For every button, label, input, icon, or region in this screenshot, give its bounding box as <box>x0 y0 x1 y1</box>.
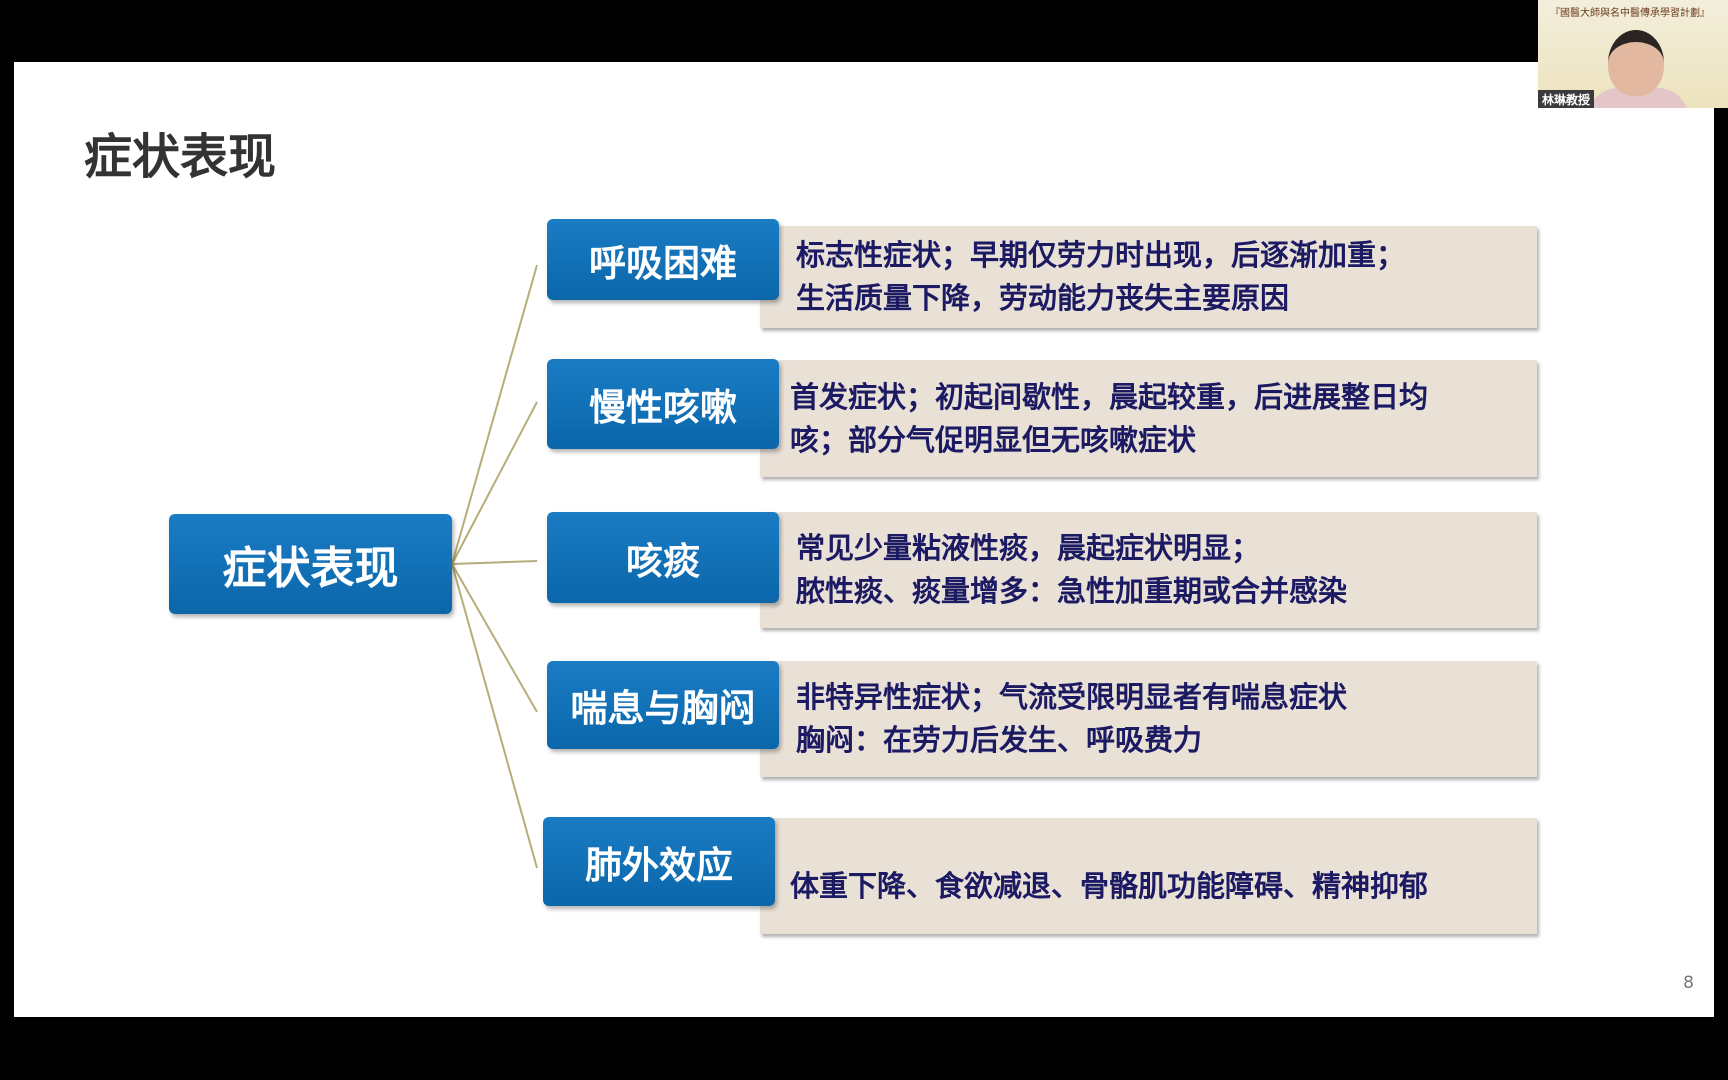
speaker-face <box>1608 30 1664 96</box>
description-box: 标志性症状；早期仅劳力时出现，后逐渐加重； 生活质量下降，劳动能力丧失主要原因 <box>760 226 1537 328</box>
description-line: 非特异性症状；气流受限明显者有喘息症状 <box>796 680 1348 714</box>
symptom-node: 肺外效应 <box>543 817 775 906</box>
description-line: 体重下降、食欲减退、骨骼肌功能障碍、精神抑郁 <box>790 868 1429 903</box>
speaker-video[interactable]: 『國醫大師與名中醫傳承學習計劃』 林琳教授 <box>1538 0 1728 108</box>
description-line: 常见少量粘液性痰，晨起症状明显； <box>796 531 1261 565</box>
speaker-body <box>1588 88 1688 108</box>
description-box: 首发症状；初起间歇性，晨起较重，后进展整日均咳；部分气促明显但无咳嗽症状 <box>760 360 1537 477</box>
description-line: 生活质量下降，劳动能力丧失主要原因 <box>796 281 1290 315</box>
description-line: 标志性症状；早期仅劳力时出现，后逐渐加重； <box>796 238 1406 272</box>
description-box: 常见少量粘液性痰，晨起症状明显； 脓性痰、痰量增多：急性加重期或合并感染 <box>760 512 1537 628</box>
description-line: 咳；部分气促明显但无咳嗽症状 <box>790 422 1197 457</box>
connector-lines <box>451 264 538 869</box>
connector-line <box>451 560 538 565</box>
symptom-node: 喘息与胸闷 <box>547 661 779 749</box>
symptom-node: 呼吸困难 <box>547 219 779 300</box>
connector-line <box>451 563 538 869</box>
connector-line <box>451 401 538 565</box>
connector-line <box>451 563 538 713</box>
video-banner: 『國醫大師與名中醫傳承學習計劃』 <box>1550 8 1710 19</box>
description-line: 首发症状；初起间歇性，晨起较重，后进展整日均 <box>790 379 1429 414</box>
speaker-name: 林琳教授 <box>1538 90 1595 108</box>
description-line: 脓性痰、痰量增多：急性加重期或合并感染 <box>796 574 1348 608</box>
description-line: 胸闷：在劳力后发生、呼吸费力 <box>796 723 1203 757</box>
slide-title: 症状表现 <box>84 129 277 185</box>
symptom-node: 慢性咳嗽 <box>547 359 779 449</box>
symptom-node: 咳痰 <box>547 512 779 603</box>
description-box: 体重下降、食欲减退、骨骼肌功能障碍、精神抑郁 <box>760 818 1537 934</box>
slide: 症状表现 症状表现 标志性症状；早期仅劳力时出现，后逐渐加重； 生活质量下降，劳动… <box>14 62 1714 1017</box>
description-box: 非特异性症状；气流受限明显者有喘息症状胸闷：在劳力后发生、呼吸费力 <box>760 661 1537 777</box>
connector-line <box>451 264 538 565</box>
page-number: 8 <box>1683 973 1694 993</box>
center-node: 症状表现 <box>169 514 452 614</box>
